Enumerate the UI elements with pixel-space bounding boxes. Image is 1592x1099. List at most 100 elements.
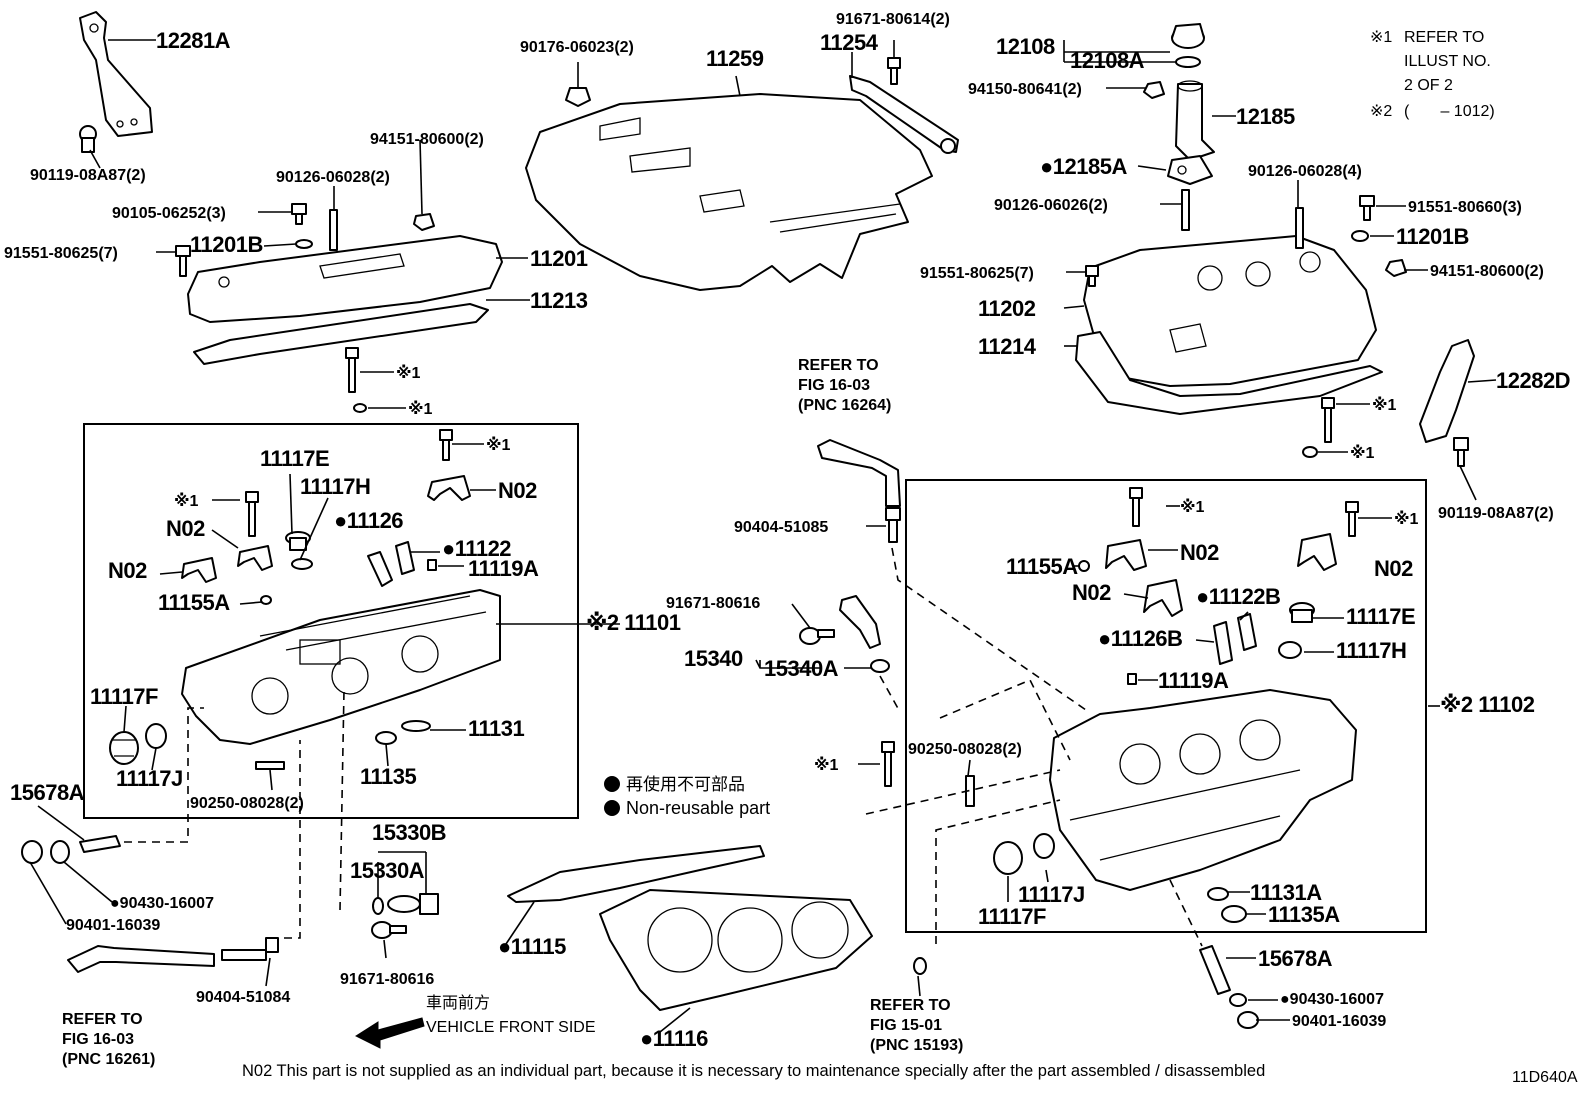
legend-vehicle-front: 車両前方 VEHICLE FRONT SIDE [426, 994, 596, 1036]
label-90126-06026: 90126-06026(2) [994, 197, 1108, 214]
bolt-91551-80625-left [175, 245, 191, 277]
oil-control-valve-15340 [839, 595, 881, 649]
bolt-90119-right [1453, 437, 1469, 467]
label-12281A: 12281A [156, 28, 231, 53]
label-91671-80616-lower: 91671-80616 [340, 971, 434, 988]
label-91551-80625-right: 91551-80625(7) [920, 265, 1034, 282]
bolt-ref1-right-box-b [1345, 501, 1359, 537]
union-90404-51084 [221, 937, 279, 961]
nut-94151-left [413, 213, 435, 231]
right-head-subassembly-box [905, 479, 1427, 933]
label-11126: ●11126 [334, 508, 403, 533]
label-90105: 90105-06252(3) [112, 205, 226, 222]
legend-ref2-text: ( – 1012) [1404, 103, 1495, 120]
label-15678A-left: 15678A [10, 780, 85, 805]
label-90126-06028-2: 90126-06028(2) [276, 169, 390, 186]
bolt-91671-80616-lower [371, 921, 407, 939]
label-11117J-right: 11117J [1018, 882, 1085, 907]
bolt-91551-80625-right [1085, 265, 1099, 287]
pin-11119A-right [1127, 673, 1137, 685]
washer-11201B-right [1351, 230, 1369, 242]
gasket-12108A [1175, 56, 1201, 68]
label-15678A-right: 15678A [1258, 946, 1333, 971]
label-ref1-left-top-a: ※1 [396, 364, 421, 382]
vehicle-front-arrow-icon [354, 1017, 425, 1049]
plug-11131 [401, 720, 431, 732]
left-head-subassembly-box [83, 423, 579, 819]
label-11155A-left: 11155A [158, 590, 230, 615]
bolt-90105 [291, 203, 307, 225]
label-11116: ●11116 [640, 1026, 708, 1051]
gasket-12185A [1167, 155, 1213, 185]
hose-to-fig-16-03-bottom [67, 945, 215, 973]
label-90176: 90176-06023(2) [520, 39, 634, 56]
label-ref1-right-top-b: ※1 [1350, 444, 1375, 462]
label-ref1-right-box-b: ※1 [1394, 510, 1419, 528]
cylinder-head-gasket-11115 [507, 845, 765, 903]
label-11155A-right: 11155A [1006, 554, 1078, 579]
label-11101: ※2 11101 [586, 610, 681, 635]
refer-fig-16-03-bottom: REFER TO FIG 16-03 (PNC 16261) [62, 1011, 155, 1068]
plug-11126B-right [1213, 621, 1233, 665]
union-90401-left [21, 840, 43, 864]
engine-hanger-bracket-left [79, 11, 153, 137]
stud-90126-06028-right [1295, 207, 1304, 249]
label-11126B: ●11126B [1098, 626, 1182, 651]
label-94150: 94150-80641(2) [968, 81, 1082, 98]
label-11115: ●11115 [498, 934, 566, 959]
label-11122B: ●11122B [1196, 584, 1280, 609]
nut-90176 [565, 87, 591, 107]
gasket-11117H-right [1278, 641, 1302, 659]
refer-fig-16-03-top: REFER TO FIG 16-03 (PNC 16264) [798, 357, 891, 414]
bolt-91671-80616-upper [799, 627, 835, 645]
right-valve-cover-gasket [1075, 331, 1383, 415]
label-ref1-right-box-a: ※1 [1180, 498, 1205, 516]
label-94151-right: 94151-80600(2) [1430, 263, 1544, 280]
label-11201: 11201 [530, 246, 588, 271]
label-90430-right: ●90430-16007 [1280, 991, 1384, 1008]
seal-11155A-left [260, 595, 272, 605]
cap-N02-left-b [237, 545, 273, 571]
left-cylinder-head [181, 589, 501, 745]
washer-ref1-left-top [353, 403, 367, 413]
gasket-11117H-left [291, 558, 313, 570]
stud-90126-06028-left [329, 209, 338, 251]
bolt-ref1-right-box-c [881, 741, 895, 787]
label-12108: 12108 [996, 34, 1055, 59]
legend-ref1-line2: ILLUST NO. [1404, 53, 1491, 70]
refer-fig-15-01: REFER TO FIG 15-01 (PNC 15193) [870, 997, 963, 1054]
cap-N02-left-a [427, 475, 471, 501]
bolt-ref1-right-top [1321, 397, 1335, 443]
legend-ref1-line1: REFER TO [1404, 29, 1484, 46]
label-11214: 11214 [978, 334, 1037, 359]
label-11119A-right: 11119A [1158, 668, 1229, 693]
label-15330A: 15330A [350, 858, 425, 883]
label-N02-left-a: N02 [498, 478, 537, 503]
cap-N02-right-b [1143, 579, 1183, 617]
label-11117J-left: 11117J [116, 766, 183, 791]
svg-text:(PNC 16264): (PNC 16264) [798, 397, 891, 414]
svg-text:FIG 16-03: FIG 16-03 [62, 1031, 134, 1048]
bolt-90119-left [79, 125, 97, 153]
label-ref1-left-box-b: ※1 [174, 492, 199, 510]
legend-ref1-line3: 2 OF 2 [1404, 77, 1453, 94]
legend-ref1-mark: ※1 [1370, 29, 1392, 46]
plug-11131A [1207, 887, 1229, 901]
plug-11122-left [395, 541, 415, 575]
hose-to-fig-16-03-top [817, 439, 901, 507]
label-90401-left: 90401-16039 [66, 917, 160, 934]
label-90404-51085: 90404-51085 [734, 519, 828, 536]
label-11102: ※2 11102 [1440, 692, 1535, 717]
label-ref1-left-box-a: ※1 [486, 436, 511, 454]
label-15340A: 15340A [764, 656, 839, 681]
label-11117H-right: 11117H [1336, 638, 1406, 663]
stud-90126-06026 [1181, 189, 1190, 231]
vehicle-front-jp: 車両前方 [426, 994, 490, 1012]
label-15340: 15340 [684, 646, 743, 671]
label-ref1-right-box-c: ※1 [814, 756, 839, 774]
label-91551-80660: 91551-80660(3) [1408, 199, 1522, 216]
assembly-dashed-lines [124, 547, 1203, 947]
svg-text:(PNC 16261): (PNC 16261) [62, 1051, 155, 1068]
label-11122: ●11122 [442, 536, 511, 561]
